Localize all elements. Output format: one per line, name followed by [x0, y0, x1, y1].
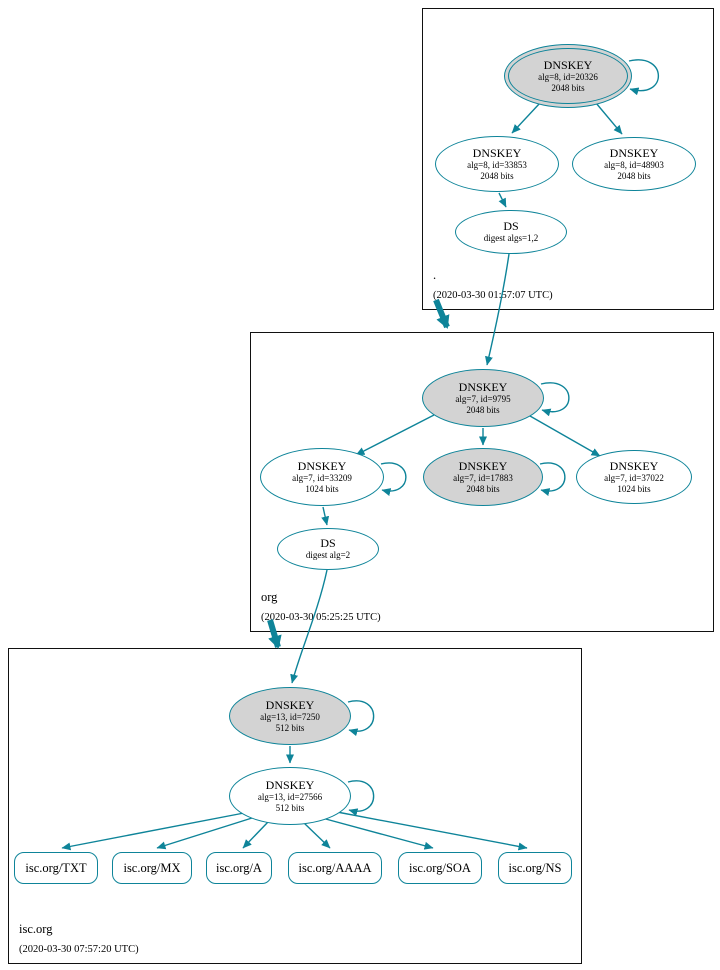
node-size: 2048 bits	[480, 170, 514, 181]
dnskey-node-isc-zsk[interactable]: DNSKEY alg=13, id=27566 512 bits	[229, 767, 351, 825]
node-detail: alg=8, id=20326	[538, 72, 598, 82]
rrset-node-mx[interactable]: isc.org/MX	[112, 852, 192, 884]
self-loop-org-zsk	[380, 462, 407, 496]
dnskey-node-org-key4[interactable]: DNSKEY alg=7, id=37022 1024 bits	[576, 450, 692, 504]
self-loop-isc-zsk	[347, 780, 375, 817]
dnskey-node-root-key3[interactable]: DNSKEY alg=8, id=48903 2048 bits	[572, 137, 696, 191]
node-size: 2048 bits	[466, 483, 500, 494]
node-size: 2048 bits	[617, 170, 651, 181]
edge-org-ksk-to-zsk	[355, 414, 435, 456]
rrset-node-ns[interactable]: isc.org/NS	[498, 852, 572, 884]
edge-root-ds-to-org-ksk	[485, 253, 510, 366]
node-size: 2048 bits	[551, 82, 585, 93]
node-type: DS	[320, 536, 336, 551]
edge-org-ksk-to-key4	[529, 415, 601, 457]
delegation-arrow-root-to-org	[433, 298, 450, 329]
node-detail: alg=7, id=9795	[455, 394, 511, 404]
self-loop-root-ksk	[628, 59, 660, 96]
zone-label-isc-org: isc.org	[19, 922, 53, 936]
rrset-node-soa[interactable]: isc.org/SOA	[398, 852, 482, 884]
rrset-label: isc.org/MX	[123, 861, 181, 875]
node-detail: alg=13, id=27566	[257, 792, 323, 802]
node-detail: digest alg=2	[305, 550, 351, 561]
node-size: 1024 bits	[305, 483, 339, 494]
node-size: 512 bits	[275, 722, 305, 733]
edge-isc-zsk-to-a	[242, 821, 269, 849]
edge-org-zsk-to-ds	[321, 506, 330, 526]
node-type: DS	[503, 219, 519, 234]
zone-label-org: org	[261, 590, 278, 604]
zone-timestamp-org: (2020-03-30 05:25:25 UTC)	[261, 612, 381, 623]
self-loop-org-key3	[539, 462, 566, 496]
rrset-node-aaaa[interactable]: isc.org/AAAA	[288, 852, 382, 884]
dnskey-node-root-zsk[interactable]: DNSKEY alg=8, id=33853 2048 bits	[435, 136, 559, 192]
edge-isc-zsk-to-aaaa	[303, 822, 331, 849]
node-type: DNSKEY	[297, 459, 347, 473]
node-type: DNSKEY	[458, 459, 508, 473]
dnskey-node-root-ksk[interactable]: DNSKEY alg=8, id=20326 2048 bits	[504, 44, 632, 108]
self-loop-isc-ksk	[347, 700, 375, 737]
edge-isc-zsk-to-ns	[336, 811, 528, 851]
rrset-label: isc.org/A	[216, 861, 262, 875]
node-detail: alg=7, id=37022	[604, 473, 664, 483]
rrset-node-a[interactable]: isc.org/A	[206, 852, 272, 884]
delegation-arrow-org-to-isc	[267, 619, 282, 649]
node-detail: alg=13, id=7250	[260, 712, 320, 722]
zone-timestamp-isc-org: (2020-03-30 07:57:20 UTC)	[19, 944, 139, 955]
rrset-label: isc.org/NS	[508, 861, 562, 875]
zone-label-root: .	[433, 268, 437, 282]
node-detail: alg=7, id=17883	[453, 473, 513, 483]
dnskey-node-org-key3[interactable]: DNSKEY alg=7, id=17883 2048 bits	[423, 448, 543, 506]
edge-root-ksk-to-zsk	[511, 102, 541, 134]
dnskey-node-org-zsk[interactable]: DNSKEY alg=7, id=33209 1024 bits	[260, 448, 384, 506]
node-detail: alg=7, id=33209	[292, 473, 352, 483]
edge-org-ds-to-isc-ksk	[290, 569, 328, 684]
rrset-label: isc.org/TXT	[25, 861, 87, 875]
dnskey-node-org-ksk[interactable]: DNSKEY alg=7, id=9795 2048 bits	[422, 369, 544, 427]
node-type: DNSKEY	[458, 380, 508, 394]
node-type: DNSKEY	[265, 698, 315, 712]
node-type: DNSKEY	[472, 146, 522, 160]
node-type: DNSKEY	[609, 459, 659, 473]
node-detail: alg=8, id=48903	[604, 160, 664, 170]
node-type: DNSKEY	[609, 146, 659, 160]
node-type: DNSKEY	[265, 778, 315, 792]
node-detail: alg=8, id=33853	[467, 160, 527, 170]
edge-root-ksk-to-key3	[595, 102, 623, 135]
edge-root-zsk-to-ds	[498, 192, 507, 208]
dnskey-node-isc-ksk[interactable]: DNSKEY alg=13, id=7250 512 bits	[229, 687, 351, 745]
node-type: DNSKEY	[543, 58, 593, 72]
node-size: 512 bits	[275, 802, 305, 813]
edge-isc-zsk-to-txt	[61, 812, 245, 851]
node-detail: digest algs=1,2	[483, 233, 539, 244]
ds-node-org[interactable]: DS digest alg=2	[277, 528, 379, 570]
node-size: 1024 bits	[617, 483, 651, 494]
rrset-label: isc.org/SOA	[409, 861, 471, 875]
self-loop-org-ksk	[540, 382, 570, 417]
rrset-label: isc.org/AAAA	[298, 861, 372, 875]
ds-node-root[interactable]: DS digest algs=1,2	[455, 210, 567, 254]
edge-isc-zsk-to-mx	[156, 817, 253, 850]
node-size: 2048 bits	[466, 404, 500, 415]
zone-timestamp-root: (2020-03-30 01:57:07 UTC)	[433, 290, 553, 301]
rrset-node-txt[interactable]: isc.org/TXT	[14, 852, 98, 884]
edge-isc-zsk-to-soa	[321, 817, 434, 850]
